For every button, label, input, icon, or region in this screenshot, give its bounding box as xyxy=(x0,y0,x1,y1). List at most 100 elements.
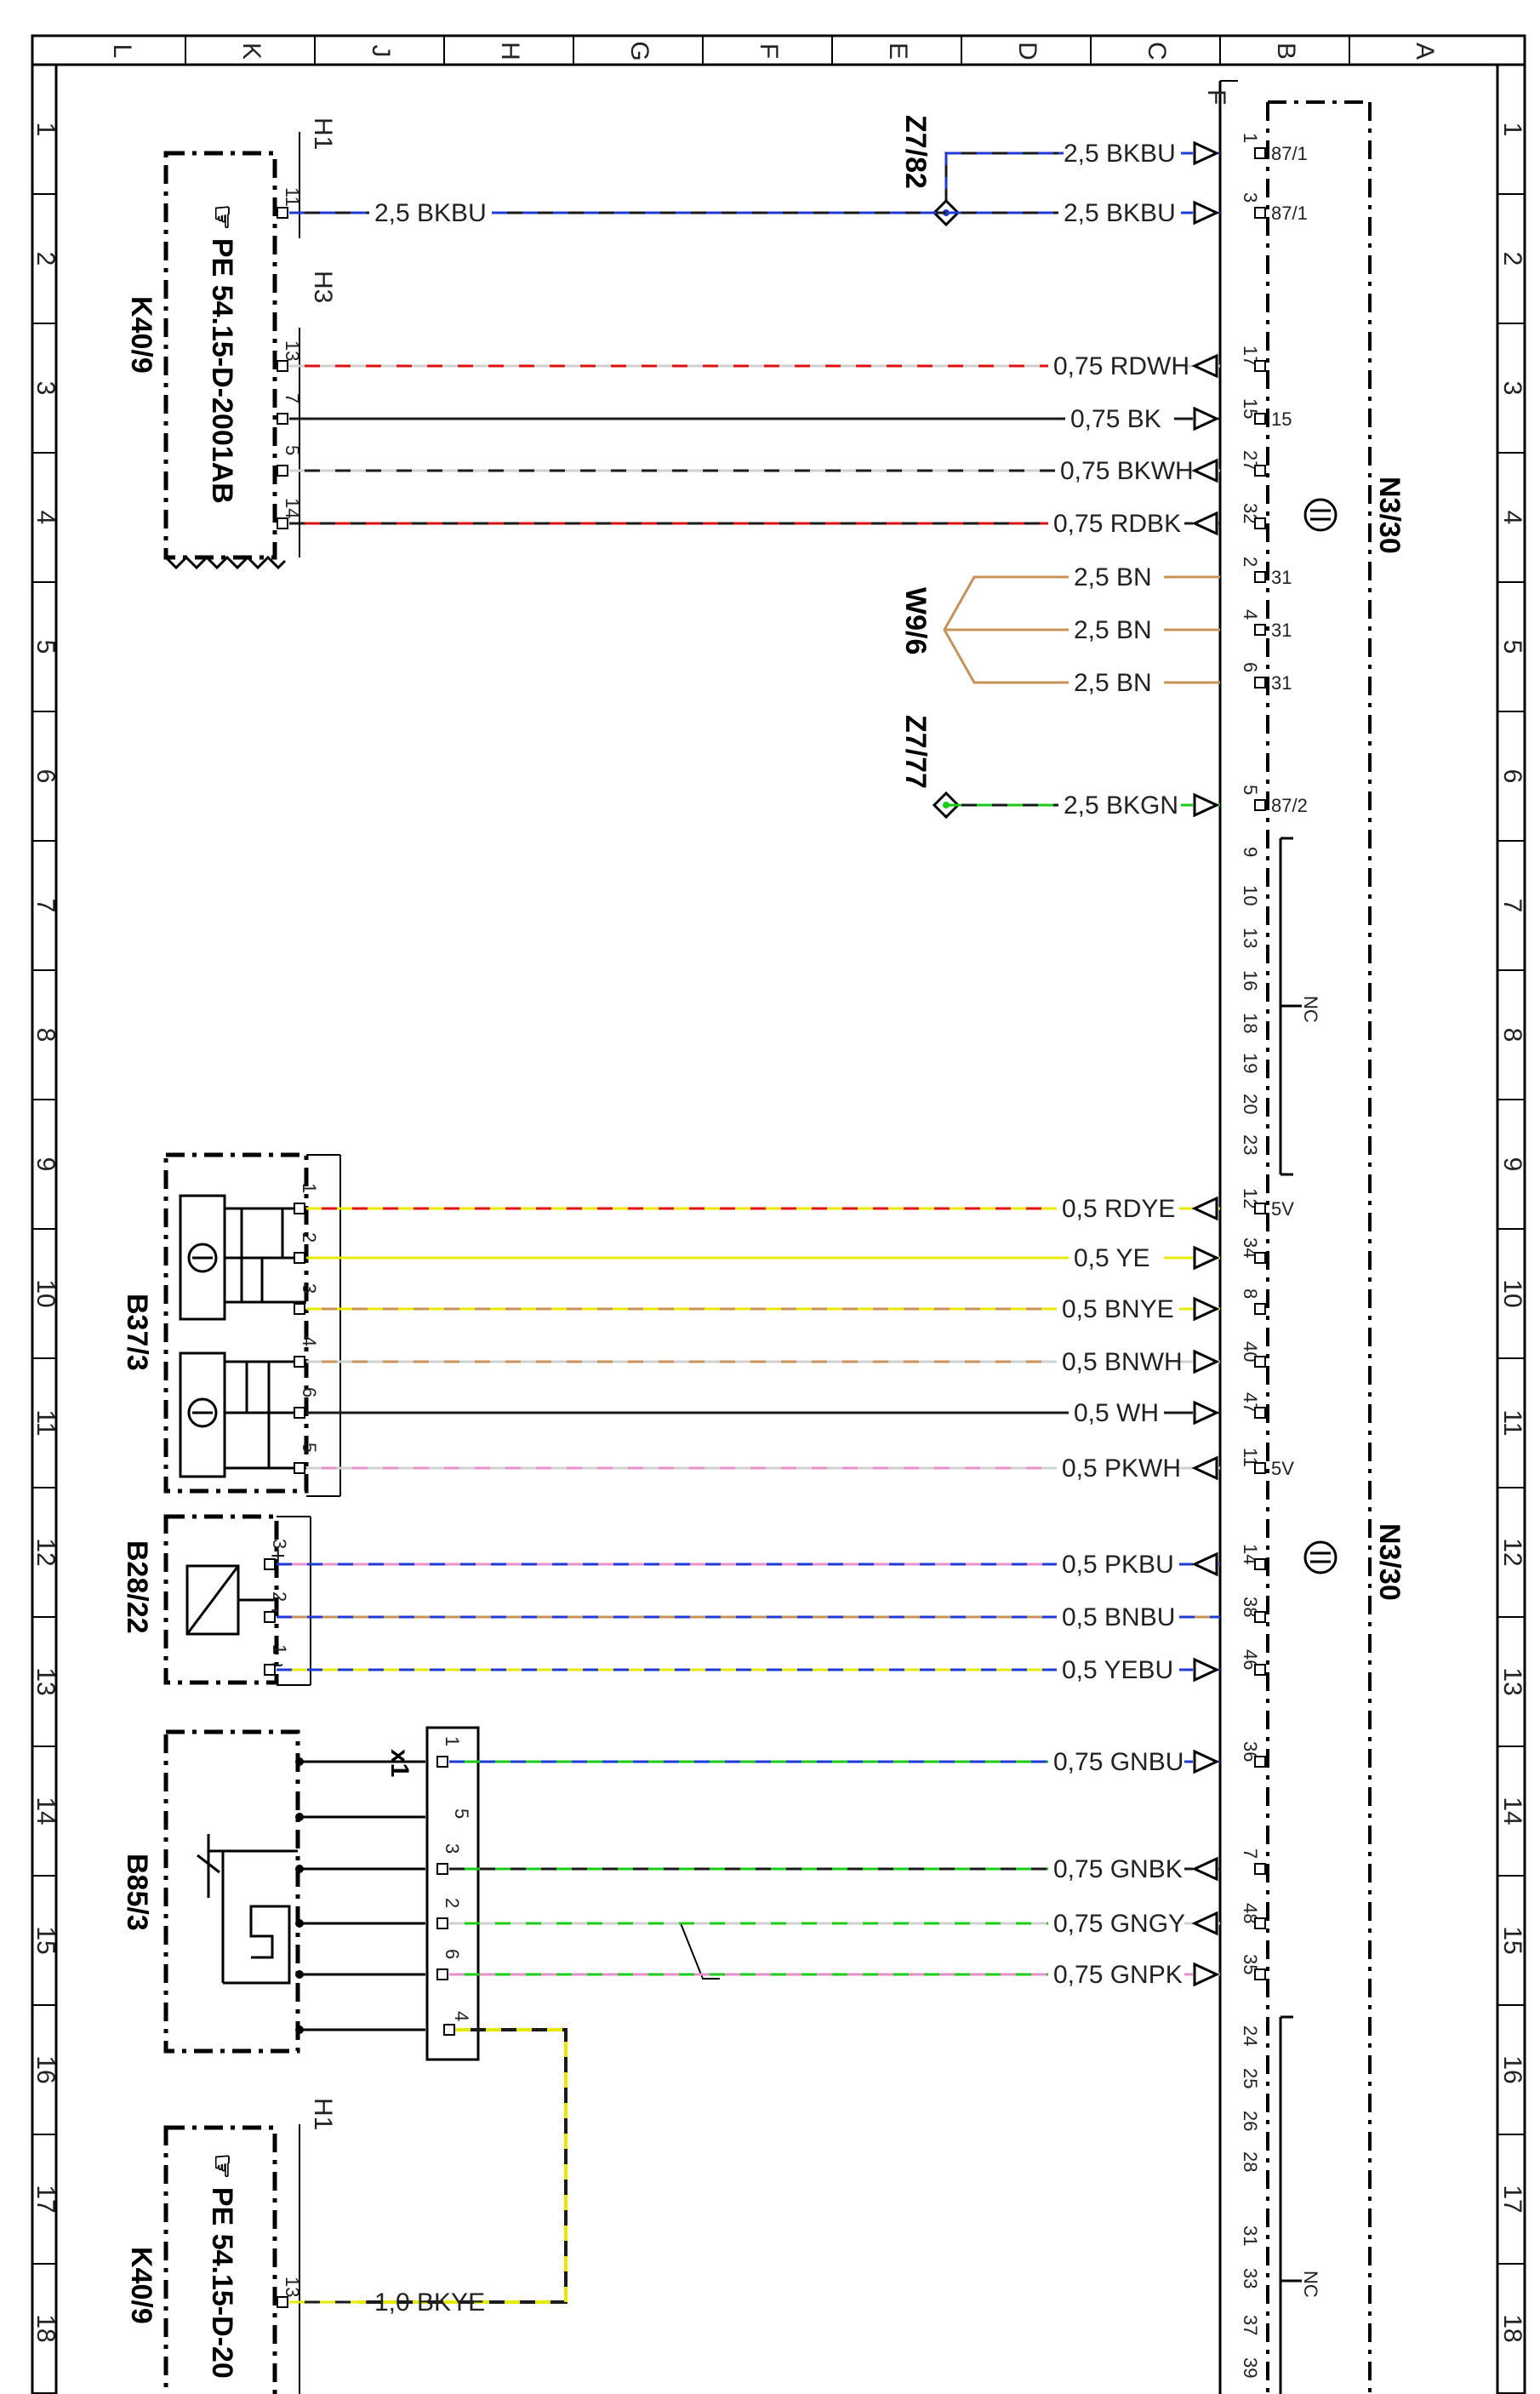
k40-9-ref-bottom: ☞ PE 54.15-D-20 xyxy=(206,2153,238,2379)
grid-row-label: 15 xyxy=(1498,1926,1526,1954)
grid-row-label: 1 xyxy=(31,123,60,137)
n3-30-symbol-bottom xyxy=(1303,1540,1338,1574)
grid-col-label: L xyxy=(108,44,136,59)
source-pin-number: 1 xyxy=(442,1736,463,1746)
source-pin-number: 2 xyxy=(299,1232,320,1243)
n3-pin-number: 4 xyxy=(1240,609,1261,620)
n3-pin-number: 2 xyxy=(1240,557,1261,567)
n3-terminal xyxy=(1254,1356,1266,1368)
flow-arrow xyxy=(1193,1296,1220,1322)
flow-arrow xyxy=(1191,1911,1218,1936)
b85-3-level-sensor xyxy=(197,1757,425,2034)
grid-col-label: K xyxy=(237,43,265,60)
source-pin xyxy=(277,207,288,219)
flow-arrow xyxy=(1193,1657,1220,1683)
grid-row-label: 6 xyxy=(31,769,60,784)
source-pin-number: 5 xyxy=(299,1443,320,1453)
n3-terminal xyxy=(1254,1462,1266,1474)
flow-arrow xyxy=(1191,458,1218,483)
n3-terminal xyxy=(1254,1664,1266,1676)
wire-label: 0,5 PKWH xyxy=(1062,1454,1181,1483)
nc-pin-number: 37 xyxy=(1240,2315,1261,2335)
b85-3-x1-label: x1 xyxy=(385,1749,414,1777)
wire-label: 2,5 BN xyxy=(1074,563,1152,591)
n3-terminal xyxy=(1254,1863,1266,1875)
wire-label: 0,5 BNBU xyxy=(1062,1603,1175,1631)
grid-row-label: 14 xyxy=(1498,1797,1526,1825)
n3-terminal xyxy=(1254,624,1266,636)
source-pin xyxy=(277,465,288,477)
source-pin xyxy=(277,413,288,425)
nc-pin-number: 10 xyxy=(1240,885,1261,906)
wire-label: 0,75 BK xyxy=(1070,405,1161,433)
k40-9-break-line xyxy=(164,555,287,570)
source-pin-number: 3 xyxy=(299,1283,320,1294)
source-pin-number: 11 xyxy=(282,187,303,207)
flow-arrow xyxy=(1191,353,1218,379)
b37-3-sensor-2 xyxy=(179,1351,306,1478)
wire-label: 1,0 BKYE xyxy=(374,2288,485,2317)
grid-row-label: 17 xyxy=(31,2185,60,2213)
grid-row-label: 5 xyxy=(31,640,60,654)
nc-pin-number: 39 xyxy=(1240,2357,1261,2378)
source-pin-number: 2 xyxy=(442,1898,463,1908)
nc-pin-number: 16 xyxy=(1240,970,1261,991)
grid-col-label: F xyxy=(755,43,783,59)
source-pin xyxy=(436,1917,448,1929)
nc-pin-number: 25 xyxy=(1240,2068,1261,2088)
n3-terminal xyxy=(1254,677,1266,688)
source-pin-number: 5 xyxy=(282,445,303,455)
source-pin xyxy=(294,1407,305,1419)
b85-3-module-box xyxy=(163,1729,300,2054)
grid-row-label: 11 xyxy=(1498,1409,1526,1436)
n3-30-f-label: F xyxy=(1202,89,1230,105)
nc-pin-number: 28 xyxy=(1240,2151,1261,2172)
n3-terminal-label: 87/2 xyxy=(1271,795,1308,816)
source-pin xyxy=(294,1203,305,1214)
b37-3-label: B37/3 xyxy=(121,1294,153,1371)
source-pin xyxy=(294,1462,305,1474)
k40-9-ref: ☞ PE 54.15-D-2001AB xyxy=(206,204,238,504)
n3-terminal-label: 87/1 xyxy=(1271,143,1308,164)
grid-row-label: 4 xyxy=(1498,511,1526,525)
nc-pin-number: 9 xyxy=(1240,847,1261,857)
grid-row-label: 10 xyxy=(31,1279,60,1307)
grid-row-label: 7 xyxy=(1498,899,1526,913)
nc-pin-group-1: NC xyxy=(1279,837,1321,1176)
sheet-border xyxy=(31,34,1526,2394)
source-pin-number: 6 xyxy=(299,1387,320,1397)
n3-terminal xyxy=(1254,465,1266,477)
n3-terminal xyxy=(1254,1407,1266,1419)
source-pin-number: 6 xyxy=(442,1949,463,1959)
svg-text:NC: NC xyxy=(1300,2271,1321,2298)
grid-row-label: 8 xyxy=(1498,1028,1526,1043)
n3-terminal xyxy=(1254,799,1266,811)
wire-label: 2,5 BN xyxy=(1074,669,1152,697)
wire-label: 0,5 RDYE xyxy=(1062,1195,1175,1223)
flow-arrow xyxy=(1193,792,1220,818)
n3-terminal xyxy=(1254,413,1266,425)
flow-arrow xyxy=(1193,1400,1220,1426)
grid-col-label: C xyxy=(1143,42,1171,60)
wire-label: 0,75 GNGY xyxy=(1053,1910,1185,1938)
n3-pin-number: 6 xyxy=(1240,662,1261,672)
source-pin-number: 13 xyxy=(282,340,303,361)
z7-82-label: Z7/82 xyxy=(899,115,932,189)
k40-9-label: K40/9 xyxy=(125,296,157,374)
b28-22-label: B28/22 xyxy=(121,1540,153,1634)
